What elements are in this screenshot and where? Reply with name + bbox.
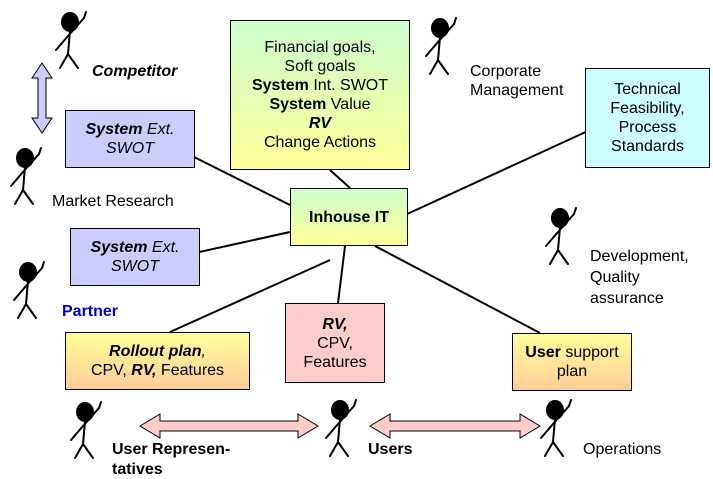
ext-swot-2-bold: System: [90, 239, 148, 256]
person-user-rep-icon: [70, 401, 102, 459]
goals-line-4: System Value: [231, 95, 409, 114]
rollout-line-1-rest: ,: [201, 343, 206, 360]
rollout-line-2-pre: CPV,: [90, 362, 132, 379]
technical-line-3: Process: [618, 119, 677, 136]
connector-technical: [404, 129, 591, 216]
person-operations-icon: [540, 399, 572, 457]
ext-swot-box-1: System Ext. SWOT: [65, 110, 195, 168]
goals-line-3: System Int. SWOT: [231, 76, 409, 95]
inhouse-it-box: Inhouse IT: [290, 188, 408, 246]
goals-line-3-bold: System: [251, 77, 309, 94]
label-development-1: Development,: [590, 248, 689, 265]
label-corporate-2: Management: [470, 82, 564, 99]
user-support-line-1-rest: support: [560, 344, 619, 361]
rv-center-line-3: Features: [303, 353, 367, 371]
user-rep-double-arrow: [139, 413, 319, 439]
ext-swot-1-bold: System: [85, 121, 143, 138]
ext-swot-box-2: System Ext. SWOT: [70, 228, 200, 286]
label-partner: Partner: [62, 303, 119, 320]
rv-center-line-2: CPV,: [317, 334, 353, 352]
connector-rollout: [169, 259, 331, 333]
ext-swot-2-line-2: SWOT: [111, 258, 159, 275]
goals-box: Financial goals, Soft goals System Int. …: [230, 20, 410, 170]
label-user-rep-2: tatives: [112, 461, 163, 478]
technical-line-2: Feasibility,: [610, 100, 685, 117]
ext-swot-2-line-1: System Ext.: [71, 238, 199, 257]
rollout-plan-box: Rollout plan, CPV, RV, Features: [65, 332, 250, 390]
label-market-research: Market Research: [52, 193, 174, 210]
technical-box: Technical Feasibility, Process Standards: [585, 68, 710, 168]
technical-line-1: Technical: [614, 81, 681, 98]
label-development-2: Quality: [590, 269, 640, 286]
person-development-icon: [545, 207, 577, 265]
rollout-line-2: CPV, RV, Features: [66, 361, 249, 380]
user-support-line-1: User support: [513, 343, 631, 362]
rollout-line-1-bold: Rollout plan: [109, 343, 202, 360]
goals-line-2: Soft goals: [284, 58, 356, 75]
goals-line-4-rest: Value: [326, 96, 371, 113]
connector-rv-center: [337, 245, 346, 304]
user-support-line-2: plan: [556, 363, 588, 380]
technical-line-4: Standards: [611, 138, 684, 155]
label-competitor: Competitor: [92, 63, 178, 80]
goals-line-6: Change Actions: [263, 134, 377, 151]
label-corporate-1: Corporate: [470, 63, 542, 80]
rv-center-box: RV, CPV, Features: [285, 303, 385, 383]
goals-line-5: RV: [308, 115, 332, 132]
inhouse-it-label: Inhouse IT: [309, 208, 389, 226]
connector-goals: [329, 169, 351, 189]
ext-swot-1-line-2: SWOT: [106, 140, 154, 157]
label-user-rep-1: User Represen-: [112, 441, 231, 458]
person-competitor-icon: [55, 11, 87, 69]
user-support-box: User support plan: [512, 333, 632, 391]
goals-line-3-rest: Int. SWOT: [308, 77, 389, 94]
competitor-double-arrow: [31, 62, 53, 134]
users-ops-double-arrow: [369, 413, 541, 439]
person-users-icon: [325, 399, 357, 457]
label-operations: Operations: [583, 441, 662, 458]
ext-swot-1-line-1: System Ext.: [66, 120, 194, 139]
user-support-line-1-bold: User: [525, 344, 561, 361]
person-market-research-icon: [10, 147, 42, 205]
person-partner-icon: [13, 261, 45, 319]
goals-line-1: Financial goals,: [264, 39, 376, 56]
ext-swot-1-rest: Ext.: [142, 121, 175, 138]
goals-line-4-bold: System: [269, 96, 327, 113]
rv-center-line-1: RV,: [322, 315, 348, 333]
rollout-line-2-post: Features: [156, 362, 225, 379]
rollout-line-2-bold: RV,: [131, 362, 157, 379]
ext-swot-2-rest: Ext.: [147, 239, 180, 256]
person-corporate-icon: [425, 17, 457, 75]
connector-user-support: [374, 245, 541, 334]
label-users: Users: [368, 441, 413, 458]
rollout-line-1: Rollout plan,: [66, 342, 249, 361]
label-development-3: assurance: [590, 290, 664, 307]
